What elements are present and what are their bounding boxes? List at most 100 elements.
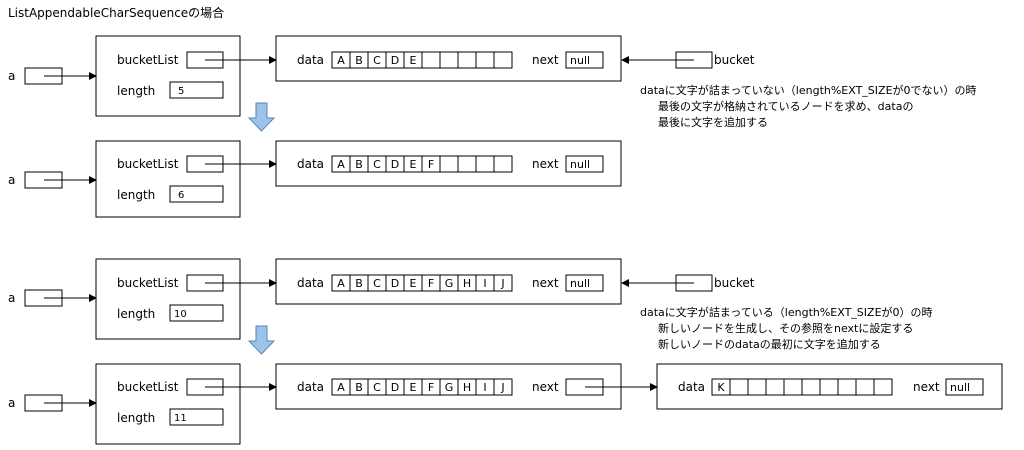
length-box <box>169 81 224 99</box>
data-cell <box>439 155 459 173</box>
data-cell <box>819 378 839 396</box>
data-cell-char: G <box>445 277 454 290</box>
data-cell-char: B <box>355 54 363 67</box>
length-value: 5 <box>178 86 184 97</box>
length-value: 6 <box>178 190 184 201</box>
data-cell-char: B <box>355 158 363 171</box>
data-cell-char: A <box>337 381 345 394</box>
length-value: 10 <box>174 309 187 320</box>
data-cell <box>873 378 893 396</box>
length-box <box>169 185 224 203</box>
next-label: next <box>532 157 559 171</box>
data-cell-char: E <box>410 158 417 171</box>
next-box <box>565 51 604 69</box>
data-cell-char: H <box>463 381 471 394</box>
data-cell-char: E <box>410 54 417 67</box>
next-box <box>945 378 984 396</box>
data-cell <box>783 378 803 396</box>
data-cell-char: J <box>500 277 504 290</box>
data-cell <box>837 378 857 396</box>
note-line: 最後に文字を追加する <box>658 116 768 129</box>
data-cell <box>855 378 875 396</box>
data-cell-char: A <box>337 158 345 171</box>
note-line: dataに文字が詰まっている（length%EXT_SIZEが0）の時 <box>640 306 933 319</box>
note-line: 新しいノードを生成し、その参照をnextに設定する <box>658 322 914 335</box>
data-cell <box>801 378 821 396</box>
length-box <box>169 304 224 322</box>
note-line: 新しいノードのdataの最初に文字を追加する <box>658 338 881 351</box>
next-value: null <box>570 54 590 67</box>
var-a-label: a <box>8 396 15 410</box>
data-cell <box>493 155 513 173</box>
data-cell <box>765 378 785 396</box>
data-label: data <box>678 380 705 394</box>
data-cell-char: K <box>717 381 725 394</box>
length-label: length <box>117 188 155 202</box>
note-line: dataに文字が詰まっていない（length%EXT_SIZEが0でない）の時 <box>640 84 977 97</box>
data-cell <box>747 378 767 396</box>
diagram-title: ListAppendableCharSequenceの場合 <box>8 6 225 20</box>
data-cell <box>493 51 513 69</box>
data-cell-char: B <box>355 277 363 290</box>
data-cells: K <box>711 378 893 396</box>
data-cell-char: E <box>410 277 417 290</box>
data-cell-char: F <box>428 277 434 290</box>
data-cell <box>493 378 513 396</box>
data-label: data <box>297 276 324 290</box>
data-cell <box>475 155 495 173</box>
data-label: data <box>297 157 324 171</box>
new-node-object <box>656 363 1003 410</box>
bucket-label: bucket <box>714 276 755 290</box>
data-cell <box>457 51 477 69</box>
length-value: 11 <box>174 413 187 424</box>
data-cell-char: F <box>428 381 434 394</box>
var-a-label: a <box>8 69 15 83</box>
data-cell <box>475 51 495 69</box>
next-label: next <box>913 380 940 394</box>
list-object <box>95 363 241 445</box>
next-value: null <box>950 381 970 394</box>
next-box <box>565 155 604 173</box>
next-label: next <box>532 53 559 67</box>
data-cell-char: H <box>463 277 471 290</box>
data-label: data <box>297 53 324 67</box>
data-cell-char: I <box>483 381 486 394</box>
length-label: length <box>117 84 155 98</box>
next-label: next <box>532 276 559 290</box>
node-object <box>275 140 622 187</box>
bucketlist-label: bucketList <box>117 157 179 171</box>
list-object <box>95 140 241 218</box>
data-cell-char: A <box>337 54 345 67</box>
data-label: data <box>297 380 324 394</box>
next-label: next <box>532 380 559 394</box>
data-cell-char: F <box>428 158 434 171</box>
data-cell <box>729 378 749 396</box>
length-label: length <box>117 307 155 321</box>
next-value: null <box>570 158 590 171</box>
var-a-label: a <box>8 291 15 305</box>
length-label: length <box>117 411 155 425</box>
data-cell-char: B <box>355 381 363 394</box>
data-cell <box>457 155 477 173</box>
data-cell-char: D <box>391 158 399 171</box>
note-scenario-1: dataに文字が詰まっていない（length%EXT_SIZEが0でない）の時 … <box>640 83 977 131</box>
data-cell-char: D <box>391 54 399 67</box>
bucketlist-label: bucketList <box>117 276 179 290</box>
data-cell-char: I <box>483 277 486 290</box>
data-cell <box>421 51 441 69</box>
data-cell-char: G <box>445 381 454 394</box>
data-cell-char: J <box>500 381 504 394</box>
transition-arrow-1 <box>247 102 276 132</box>
bucketlist-label: bucketList <box>117 380 179 394</box>
data-cell-char: C <box>373 381 381 394</box>
data-cell-char: D <box>391 277 399 290</box>
data-cell <box>493 274 513 292</box>
data-cell-char: C <box>373 277 381 290</box>
next-box <box>565 274 604 292</box>
